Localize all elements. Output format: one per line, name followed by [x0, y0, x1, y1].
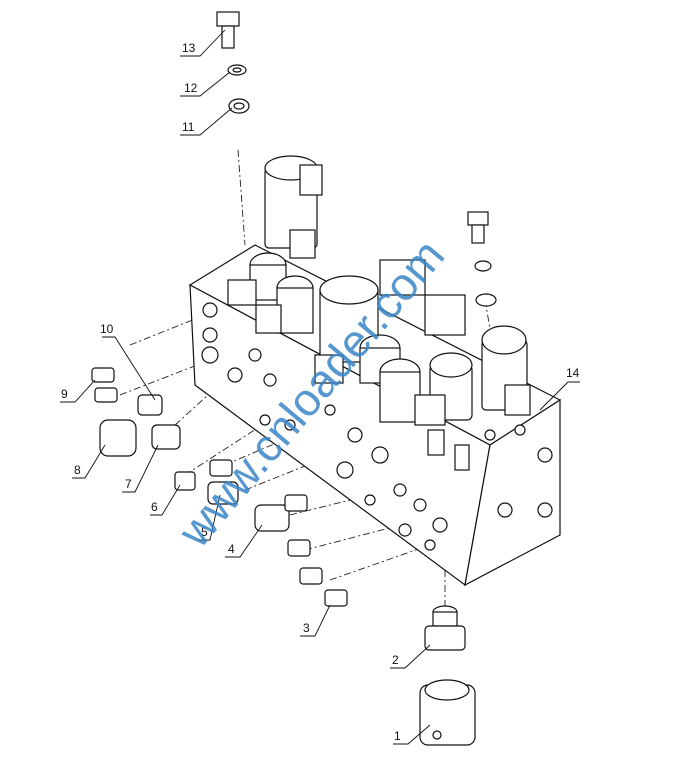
callout-12: 12	[184, 81, 198, 95]
fittings	[91, 367, 348, 607]
callout-5: 5	[201, 525, 208, 539]
bolt-13	[216, 11, 240, 49]
callout-8: 8	[74, 463, 81, 477]
callout-10: 10	[100, 322, 114, 336]
callout-labels: 13 12 11 10 9 8 7 6 5 4 3 2 1 14	[61, 41, 580, 743]
adapter-2	[424, 605, 466, 651]
swivel-nut-1	[419, 679, 476, 746]
ports	[201, 302, 553, 551]
callout-11: 11	[182, 120, 195, 134]
callout-14: 14	[566, 366, 580, 380]
leader-lines	[60, 29, 580, 745]
solenoid-valves	[227, 155, 531, 471]
callout-3: 3	[303, 621, 310, 635]
bolt-right	[467, 211, 497, 307]
callout-1: 1	[394, 729, 401, 743]
callout-4: 4	[228, 542, 235, 556]
callout-2: 2	[392, 653, 399, 667]
callout-7: 7	[125, 477, 132, 491]
callout-6: 6	[151, 500, 158, 514]
callout-13: 13	[182, 41, 196, 55]
callout-9: 9	[61, 387, 68, 401]
